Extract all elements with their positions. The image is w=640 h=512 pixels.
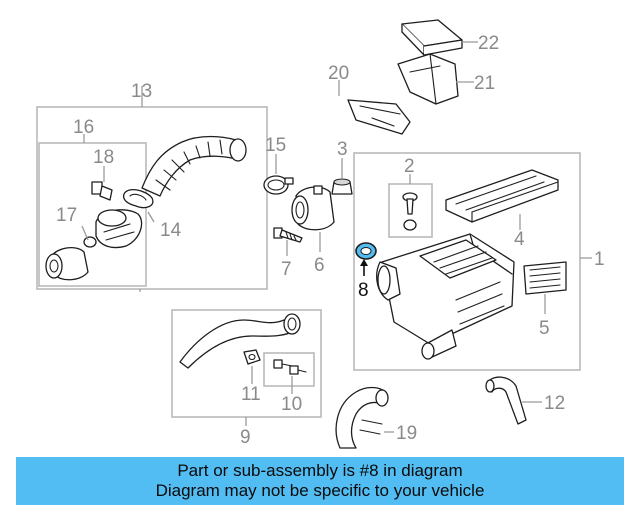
callout-14: 14 [160,220,182,241]
banner-line-1: Part or sub-assembly is #8 in diagram [177,461,463,480]
group-box-10 [263,352,315,387]
part-5-filter [523,261,567,295]
part-15-clamp [263,175,294,195]
callout-22: 22 [478,33,499,54]
part-10-bolts [273,359,307,375]
group-box-1 [353,152,581,371]
part-18-fitting [91,181,113,201]
callout-16: 16 [73,117,94,138]
part-17-mass-air-sensor [45,236,97,281]
part-8-seal [355,242,377,260]
part-12-pipe [485,376,527,425]
part-14-gasket [122,188,154,209]
callout-8: 8 [358,280,369,301]
callout-18: 18 [93,147,114,168]
part-19-hose [335,386,389,449]
part-2-screw [402,192,418,231]
part-3-grommet [331,178,353,195]
callout-20: 20 [328,63,349,84]
callout-19: 19 [396,423,417,444]
callout-6: 6 [314,255,325,276]
part-13-hose [141,135,247,197]
part-16-resonator [95,209,143,249]
callout-7: 7 [281,259,292,280]
part-21-duct [397,53,459,105]
callout-4: 4 [514,229,525,250]
banner-line-2: Diagram may not be specific to your vehi… [155,481,485,500]
callout-12: 12 [544,393,565,414]
group-box-13 [36,106,268,290]
callout-2: 2 [404,156,415,177]
part-9-hose [179,313,301,369]
callout-1: 1 [594,249,605,270]
info-banner: Part or sub-assembly is #8 in diagram Di… [16,457,624,505]
callout-17: 17 [56,205,77,226]
part-1-air-cleaner [376,233,515,360]
part-20-snorkel [347,99,411,135]
callout-3: 3 [337,139,348,160]
callout-9: 9 [240,427,251,448]
part-4-filter-cover [445,169,559,223]
part-11-nut [243,349,261,365]
callout-21: 21 [474,73,495,94]
callout-13: 13 [131,81,152,102]
part-6-sensor [291,185,335,231]
part-7-bolt [273,227,303,243]
callout-11: 11 [241,384,261,405]
part-22-cover [401,19,463,56]
callout-15: 15 [265,135,286,156]
group-box-16 [38,142,147,287]
callout-10: 10 [281,394,302,415]
parts-diagram: 22 21 20 13 16 15 3 2 18 14 17 4 1 6 7 8… [36,19,605,449]
callout-5: 5 [539,318,550,339]
